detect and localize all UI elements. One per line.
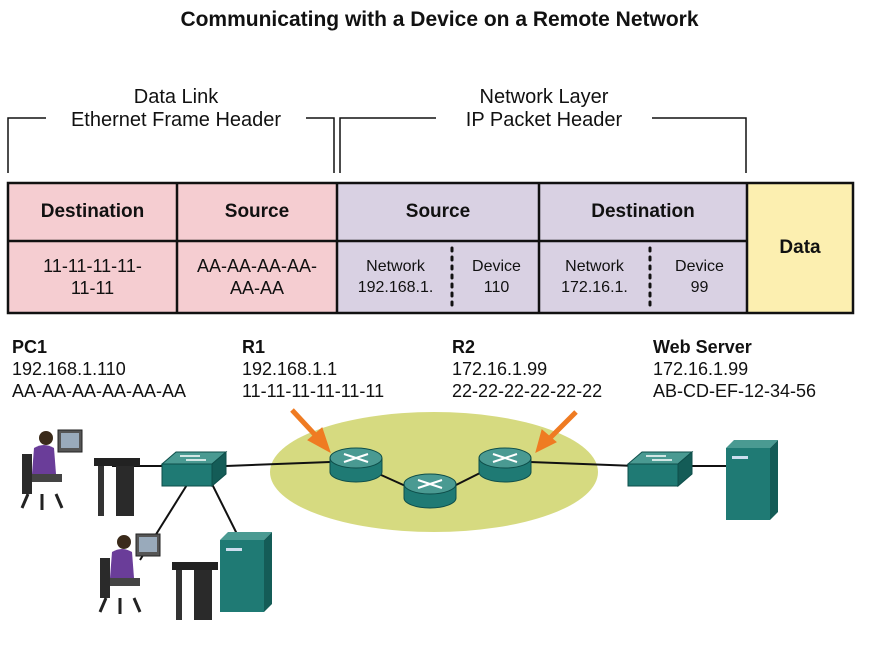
frame-source-heading: Source (224, 201, 290, 222)
pointer-arrow-icon (535, 410, 578, 453)
device-label: Device (472, 258, 521, 275)
device-name: Web Server (653, 337, 752, 357)
router-icon (403, 473, 457, 509)
device-name: PC1 (12, 337, 48, 357)
data-bg (747, 183, 853, 313)
router-icon (329, 447, 383, 483)
device-label: Device (675, 258, 724, 275)
packet-source-device: Device 110 (454, 241, 539, 313)
packet-destination-network: Network 172.16.1. (539, 241, 650, 313)
device-value: 110 (483, 279, 510, 296)
frame-source-mac-line1: AA-AA-AA-AA- (196, 256, 318, 276)
packet-source-network: Network 192.168.1. (337, 241, 454, 313)
device-mac: AA-AA-AA-AA-AA-AA (12, 381, 187, 401)
frame-destination-mac-line2: 11-11 (70, 278, 115, 298)
switch-icon (160, 450, 228, 488)
ethernet-src-bg (177, 183, 337, 313)
network-label: Network (565, 258, 624, 275)
r2-label: R2 172.16.1.99 22-22-22-22-22-22 (452, 336, 602, 402)
diagram-title: Communicating with a Device on a Remote … (180, 8, 699, 31)
ip-dest-bg (539, 183, 747, 313)
network-layer-header-label: Network Layer IP Packet Header (465, 86, 623, 131)
server-icon (220, 532, 272, 612)
frame-destination-heading: Destination (40, 201, 145, 222)
header-table-grid (6, 181, 855, 315)
pointer-arrow-icon (290, 408, 331, 454)
data-link-header-label: Data Link Ethernet Frame Header (70, 86, 282, 131)
web-server-label: Web Server 172.16.1.99 AB-CD-EF-12-34-56 (653, 336, 816, 402)
frame-source-mac-line2: AA-AA (229, 278, 285, 298)
device-ip: 192.168.1.110 (12, 359, 126, 379)
packet-destination-heading: Destination (591, 201, 695, 222)
network-value: 172.16.1. (561, 279, 628, 296)
packet-destination-device: Device 99 (652, 241, 747, 313)
workstation-icon (20, 429, 140, 516)
network-label: Network (366, 258, 425, 275)
device-name: R2 (452, 337, 476, 357)
ethernet-dest-bg (8, 183, 177, 313)
frame-destination-mac-line1: 11-11-11-11- (43, 256, 142, 276)
device-ip: 172.16.1.99 (653, 359, 749, 379)
data-cell: Data (779, 237, 821, 258)
device-value: 99 (690, 279, 709, 296)
dotted-dividers (450, 246, 652, 310)
router-icon (478, 447, 532, 483)
workstation-icon (98, 533, 218, 620)
device-name: R1 (242, 337, 266, 357)
frame-source-mac: AA-AA-AA-AA- AA-AA (177, 241, 337, 313)
device-ip: 172.16.1.99 (452, 359, 548, 379)
data-link-bracket (7, 117, 335, 173)
switch-icon (626, 450, 694, 488)
r1-label: R1 192.168.1.1 11-11-11-11-11-11 (242, 336, 384, 402)
pc1-label: PC1 192.168.1.110 AA-AA-AA-AA-AA-AA (12, 336, 186, 402)
packet-source-heading: Source (405, 201, 471, 222)
wan-cloud (270, 412, 598, 532)
device-mac: AB-CD-EF-12-34-56 (653, 381, 817, 401)
server-icon (726, 440, 778, 520)
device-ip: 192.168.1.1 (242, 359, 338, 379)
device-mac: 22-22-22-22-22-22 (452, 381, 603, 401)
frame-destination-mac: 11-11-11-11- 11-11 (8, 241, 177, 313)
device-mac: 11-11-11-11-11-11 (242, 381, 385, 401)
ip-src-bg (337, 183, 539, 313)
network-value: 192.168.1. (357, 279, 434, 296)
network-layer-bracket (339, 117, 747, 173)
